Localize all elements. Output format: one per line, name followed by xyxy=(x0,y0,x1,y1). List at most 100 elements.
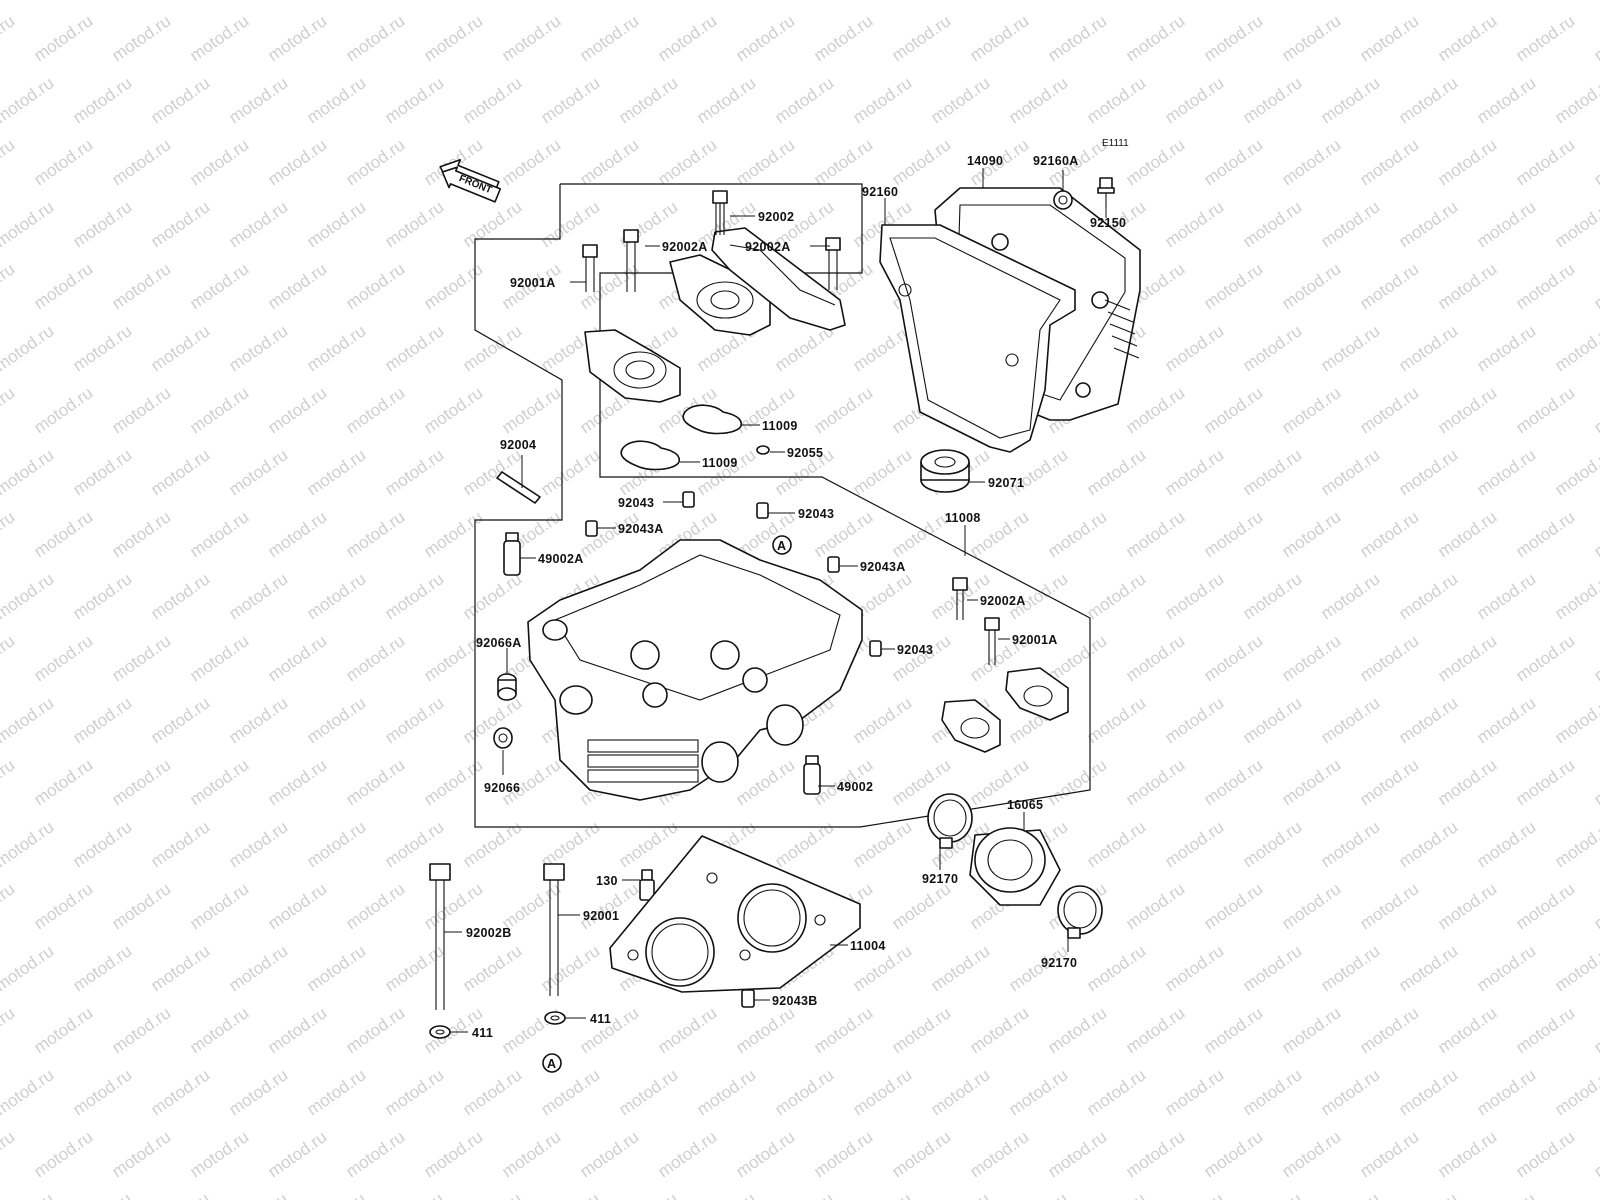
watermark-text: motod.ru xyxy=(342,383,408,437)
label-11009-2: 11009 xyxy=(702,456,738,470)
watermark-text: motod.ru xyxy=(30,755,96,809)
watermark-text: motod.ru xyxy=(1083,693,1149,747)
watermark-text: motod.ru xyxy=(186,383,252,437)
watermark-text: motod.ru xyxy=(1434,631,1500,685)
watermark-text: motod.ru xyxy=(1083,73,1149,127)
label-92043-2: 92043 xyxy=(798,507,834,521)
watermark-text: motod.ru xyxy=(1551,817,1600,871)
watermark-text: motod.ru xyxy=(1200,259,1266,313)
watermark-text: motod.ru xyxy=(1239,569,1305,623)
watermark-text: motod.ru xyxy=(1473,197,1539,251)
label-92001a-1: 92001A xyxy=(510,276,556,290)
watermark-text: motod.ru xyxy=(69,569,135,623)
watermark-text: motod.ru xyxy=(927,1065,993,1119)
watermark-text: motod.ru xyxy=(303,1065,369,1119)
label-92066: 92066 xyxy=(484,781,520,795)
watermark-text: motod.ru xyxy=(108,879,174,933)
watermark-text: motod.ru xyxy=(264,11,330,65)
watermark-text: motod.ru xyxy=(615,1189,681,1200)
watermark-text: motod.ru xyxy=(1512,259,1578,313)
watermark-text: motod.ru xyxy=(1278,259,1344,313)
front-arrow-icon: FRONT xyxy=(439,158,502,203)
watermark-text: motod.ru xyxy=(1551,445,1600,499)
watermark-text: motod.ru xyxy=(459,0,525,3)
watermark-text: motod.ru xyxy=(0,1065,57,1119)
watermark-text: motod.ru xyxy=(459,445,525,499)
watermark-text: motod.ru xyxy=(849,693,915,747)
watermark-text: motod.ru xyxy=(459,1065,525,1119)
dowel-92043b xyxy=(741,989,755,1008)
watermark-text: motod.ru xyxy=(537,445,603,499)
watermark-text: motod.ru xyxy=(927,0,993,3)
watermark-text: motod.ru xyxy=(381,941,447,995)
watermark-text: motod.ru xyxy=(1200,879,1266,933)
watermark-text: motod.ru xyxy=(1512,631,1578,685)
watermark-text: motod.ru xyxy=(30,135,96,189)
watermark-text: motod.ru xyxy=(1278,11,1344,65)
watermark-text: motod.ru xyxy=(225,569,291,623)
watermark-text: motod.ru xyxy=(1395,817,1461,871)
watermark-text: motod.ru xyxy=(1590,1127,1600,1181)
watermark-text: motod.ru xyxy=(264,383,330,437)
head-gasket-11004 xyxy=(609,835,861,993)
watermark-text: motod.ru xyxy=(225,197,291,251)
watermark-text: motod.ru xyxy=(615,73,681,127)
watermark-text: motod.ru xyxy=(0,321,57,375)
watermark-text: motod.ru xyxy=(693,445,759,499)
watermark-text: motod.ru xyxy=(1161,0,1227,3)
watermark-text: motod.ru xyxy=(0,693,57,747)
label-92043-1: 92043 xyxy=(618,496,654,510)
bolt-92001a-1 xyxy=(582,244,598,292)
watermark-text: motod.ru xyxy=(1122,383,1188,437)
watermark-text: motod.ru xyxy=(1395,73,1461,127)
watermark-text: motod.ru xyxy=(1590,631,1600,685)
bolt-130 xyxy=(639,869,655,901)
seal-92066a xyxy=(497,673,517,701)
watermark-text: motod.ru xyxy=(1278,879,1344,933)
watermark-text: motod.ru xyxy=(303,321,369,375)
callout-a-lower: A xyxy=(542,1053,562,1073)
camshaft-holder-bar xyxy=(711,227,846,331)
watermark-text: motod.ru xyxy=(1356,11,1422,65)
label-411-2: 411 xyxy=(472,1026,493,1040)
washer-411-left xyxy=(429,1025,451,1039)
watermark-text: motod.ru xyxy=(303,73,369,127)
watermark-text: motod.ru xyxy=(1395,321,1461,375)
watermark-text: motod.ru xyxy=(654,1127,720,1181)
o-ring-11009-lower xyxy=(620,440,681,471)
watermark-text: motod.ru xyxy=(69,445,135,499)
plug-49002a xyxy=(503,532,521,576)
watermark-text: motod.ru xyxy=(30,259,96,313)
bolt-92002a-3 xyxy=(952,577,968,620)
watermark-text: motod.ru xyxy=(1512,755,1578,809)
watermark-text: motod.ru xyxy=(1083,569,1149,623)
watermark-text: motod.ru xyxy=(888,879,954,933)
camshaft-cap-lower-left xyxy=(941,699,1001,753)
watermark-text: motod.ru xyxy=(186,1127,252,1181)
dowel-92043-1 xyxy=(682,491,695,508)
watermark-text: motod.ru xyxy=(1278,1003,1344,1057)
watermark-text: motod.ru xyxy=(30,507,96,561)
dowel-92043a-1 xyxy=(585,520,598,537)
camshaft-cap-lower-right xyxy=(1005,667,1069,721)
watermark-text: motod.ru xyxy=(225,1189,291,1200)
watermark-text: motod.ru xyxy=(615,0,681,3)
watermark-text: motod.ru xyxy=(732,1003,798,1057)
watermark-text: motod.ru xyxy=(147,569,213,623)
watermark-text: motod.ru xyxy=(225,321,291,375)
watermark-text: motod.ru xyxy=(1278,135,1344,189)
watermark-text: motod.ru xyxy=(420,507,486,561)
watermark-text: motod.ru xyxy=(381,197,447,251)
watermark-text: motod.ru xyxy=(1434,259,1500,313)
label-49002: 49002 xyxy=(837,780,873,794)
watermark-text: motod.ru xyxy=(342,631,408,685)
watermark-text: motod.ru xyxy=(459,321,525,375)
bolt-92001a-2 xyxy=(984,617,1000,665)
watermark-text: motod.ru xyxy=(537,0,603,3)
watermark-text: motod.ru xyxy=(1200,383,1266,437)
watermark-text: motod.ru xyxy=(303,817,369,871)
watermark-text: motod.ru xyxy=(342,1003,408,1057)
watermark-text: motod.ru xyxy=(1161,569,1227,623)
dowel-92043-3 xyxy=(869,640,882,657)
watermark-text: motod.ru xyxy=(381,0,447,3)
